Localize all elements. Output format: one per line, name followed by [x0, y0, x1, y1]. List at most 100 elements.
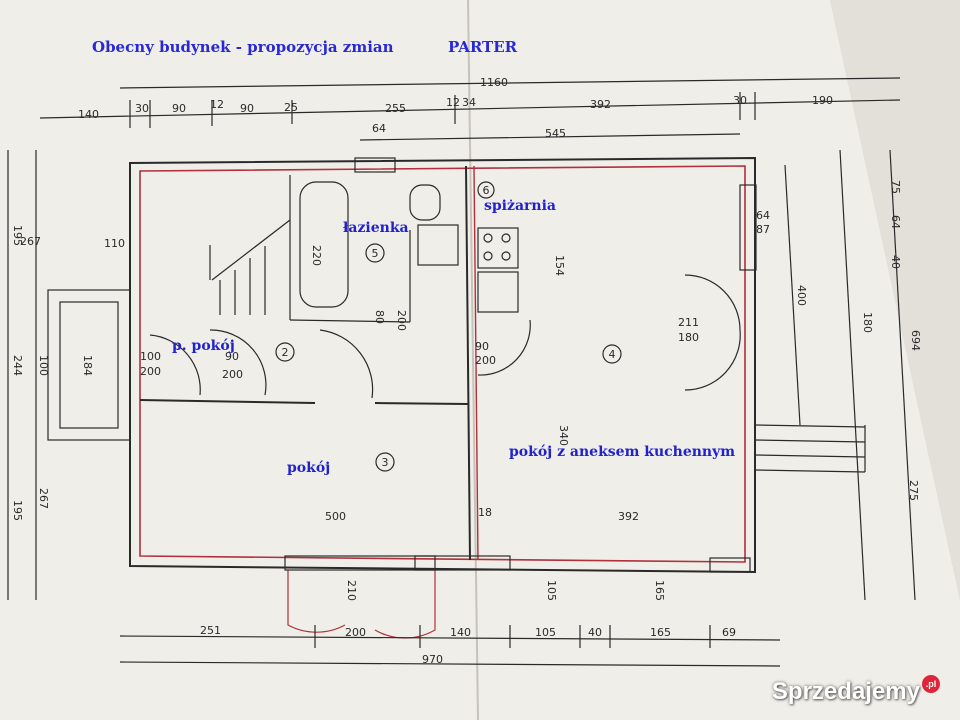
dim-label: 195: [11, 225, 24, 246]
door-arc: [209, 329, 267, 396]
door-arc: [149, 334, 201, 396]
middle-wall-red: [473, 165, 479, 561]
dim-line-bottom: [119, 635, 781, 641]
step-line: [754, 454, 866, 458]
window: [709, 557, 751, 573]
dim-label: 275: [907, 480, 920, 501]
burner: [501, 233, 511, 243]
dim-line-top: [39, 99, 901, 119]
dim-label: 18: [478, 506, 492, 519]
dim-line-bottom: [119, 661, 781, 667]
dim-label: 180: [678, 331, 699, 344]
dim-label: 400: [795, 285, 808, 306]
dim-label: 105: [535, 626, 556, 639]
door-arc: [477, 319, 531, 376]
plan-title: Obecny budynek - propozycja zmian: [92, 38, 394, 56]
door-arc: [684, 274, 741, 331]
stair-line: [211, 219, 291, 281]
dim-line-inner: [359, 133, 741, 141]
dim-label: 545: [545, 127, 566, 140]
dim-label: 694: [909, 330, 922, 351]
room-label-room: pokój: [287, 460, 331, 476]
burner: [483, 233, 493, 243]
dim-label: 200: [140, 365, 161, 378]
door-opening: [284, 555, 436, 571]
dim-line-right: [784, 164, 801, 426]
dim-label: 251: [200, 624, 221, 637]
paper-crease: [467, 0, 479, 720]
dim-label: 100: [37, 355, 50, 376]
burner: [501, 251, 511, 261]
dim-label: 12: [446, 96, 460, 109]
partition-wall: [139, 399, 316, 404]
dim-label: 90: [240, 102, 254, 115]
dim-line-total: [119, 77, 901, 89]
dim-label: 200: [395, 310, 408, 331]
door-arc: [684, 329, 741, 391]
room-number-circle: [365, 243, 385, 263]
bathtub: [299, 181, 349, 308]
watermark-logo: Sprzedajemy .pl: [772, 675, 940, 706]
room-number: 5: [372, 247, 379, 260]
entrance-step-left-inner: [59, 301, 119, 429]
dim-label: 30: [135, 102, 149, 115]
window: [354, 157, 396, 173]
dim-label: 267: [20, 235, 41, 248]
dim-label: 90: [225, 350, 239, 363]
dim-label: 64: [756, 209, 770, 222]
room-number-circle: [477, 181, 495, 199]
step-line: [754, 424, 866, 428]
dim-label: 110: [104, 237, 125, 250]
partition-wall: [374, 402, 469, 405]
middle-wall: [465, 165, 471, 561]
dim-label: 180: [861, 312, 874, 333]
dim-label: 195: [11, 500, 24, 521]
watermark-badge: .pl: [922, 675, 940, 693]
step-line: [754, 469, 866, 473]
dim-label: 165: [653, 580, 666, 601]
room-label-small-room: p. pokój: [172, 338, 235, 354]
dim-label: 970: [422, 653, 443, 666]
dim-label: 12: [210, 98, 224, 111]
dim-label: 64: [889, 215, 902, 229]
dim-label: 392: [590, 98, 611, 111]
room-number-circle: [602, 344, 622, 364]
door-arc-red: [287, 570, 346, 633]
dim-label: 200: [222, 368, 243, 381]
dim-label: 255: [385, 102, 406, 115]
dim-label: 90: [475, 340, 489, 353]
room-number-circle: [275, 342, 295, 362]
dim-line-right: [889, 149, 916, 601]
dim-label: 190: [812, 94, 833, 107]
dim-label: 154: [553, 255, 566, 276]
kitchen-unit: [477, 271, 519, 313]
dim-label: 75: [889, 180, 902, 194]
room-number: 4: [609, 348, 616, 361]
burner: [483, 251, 493, 261]
room-number: 2: [282, 346, 289, 359]
room-label-bathroom: łazienka: [343, 220, 409, 236]
window: [739, 184, 757, 271]
dim-label: 200: [345, 626, 366, 639]
dim-label: 392: [618, 510, 639, 523]
floor-level-label: PARTER: [448, 38, 518, 56]
room-label-pantry: spiżarnia: [484, 198, 556, 214]
dim-label: 64: [372, 122, 386, 135]
dim-label: 40: [588, 626, 602, 639]
dim-label: 87: [756, 223, 770, 236]
dim-label: 90: [172, 102, 186, 115]
partition-wall: [289, 319, 411, 323]
dim-label: 500: [325, 510, 346, 523]
room-number: 6: [483, 184, 490, 197]
dim-label: 105: [545, 580, 558, 601]
entrance-step-left: [47, 289, 131, 441]
paper-fold: [830, 0, 960, 600]
outer-wall-inner-red: [139, 165, 746, 563]
dim-label: 1160: [480, 76, 508, 89]
dim-label: 40: [889, 255, 902, 269]
window: [414, 555, 511, 571]
dim-label: 200: [475, 354, 496, 367]
room-number-circle: [375, 452, 395, 472]
